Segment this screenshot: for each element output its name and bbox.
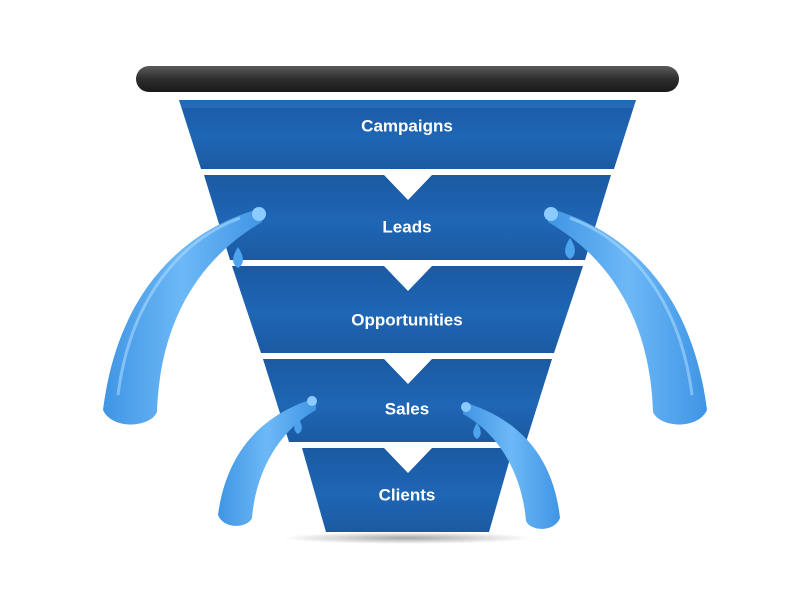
droplet-icon — [233, 247, 243, 268]
leak-sales-left — [218, 396, 317, 526]
funnel-rim — [136, 66, 679, 92]
droplet-icon — [294, 418, 302, 434]
notch-arrow — [384, 266, 432, 291]
stage-label-opportunities: Opportunities — [351, 310, 462, 329]
droplet-icon — [473, 423, 481, 439]
stage-campaigns — [179, 100, 636, 169]
notch-arrow — [384, 448, 432, 473]
stage-label-sales: Sales — [385, 399, 429, 418]
stage-label-leads: Leads — [382, 217, 431, 236]
stage-label-clients: Clients — [379, 485, 436, 504]
leak-leads-left — [103, 207, 266, 425]
stage-label-campaigns: Campaigns — [361, 116, 453, 135]
droplet-icon — [565, 238, 575, 259]
notch-arrow — [384, 175, 432, 200]
notch-arrow — [384, 359, 432, 384]
leak-sales-right — [461, 402, 560, 529]
leak-leads-right — [544, 207, 707, 425]
stage-leads — [204, 175, 611, 260]
stage-opportunities — [232, 266, 583, 353]
funnel-shadow — [282, 532, 532, 544]
stage-clients — [302, 448, 513, 532]
